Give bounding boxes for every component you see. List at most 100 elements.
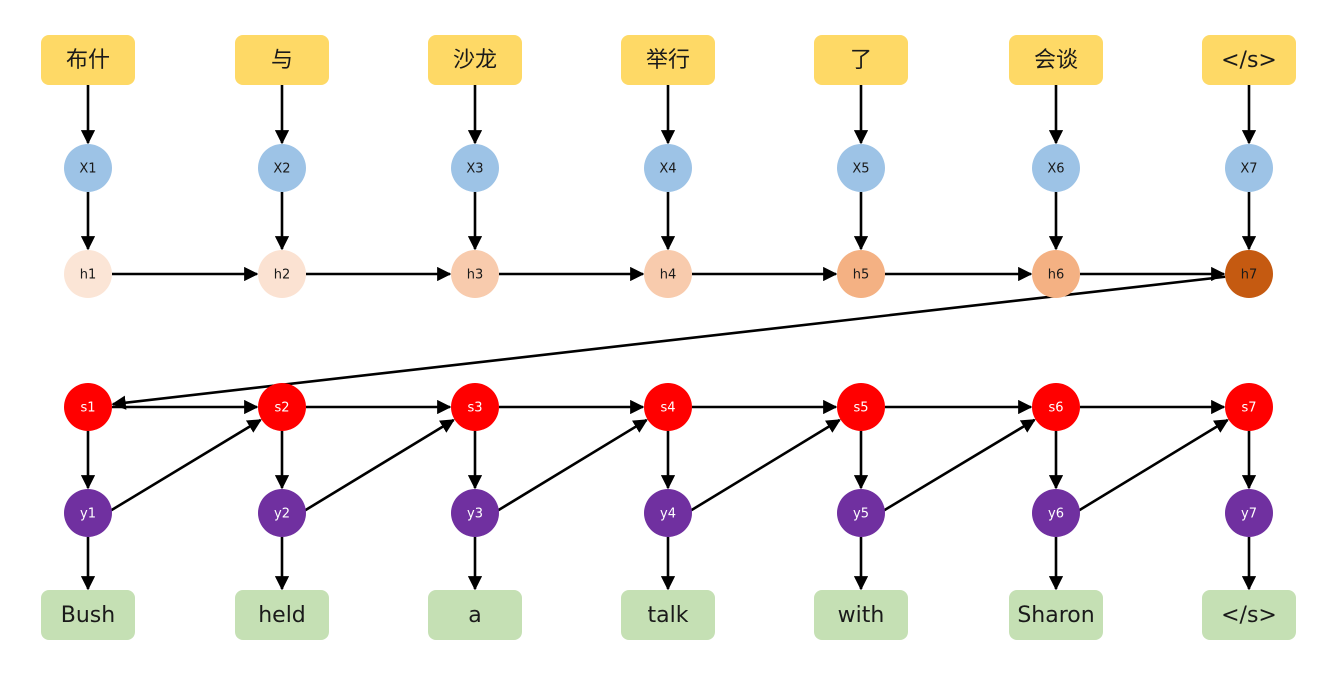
target-token-7: </s>	[1202, 590, 1296, 640]
source-token-1-label: 布什	[66, 48, 110, 73]
encoder-state-1: h1	[64, 250, 112, 298]
decoder-state-1-label: s1	[80, 401, 95, 416]
input-node-7: X7	[1225, 144, 1273, 192]
encoder-state-7: h7	[1225, 250, 1273, 298]
target-token-4: talk	[621, 590, 715, 640]
output-node-6-label: y6	[1048, 507, 1064, 522]
input-node-4-circle	[644, 144, 692, 192]
target-token-5: with	[814, 590, 908, 640]
output-node-2-label: y2	[274, 507, 290, 522]
output-node-1-circle	[64, 489, 112, 537]
encoder-state-5: h5	[837, 250, 885, 298]
input-node-7-circle	[1225, 144, 1273, 192]
output-node-7-circle	[1225, 489, 1273, 537]
target-token-2-label: held	[258, 603, 306, 628]
decoder-state-3: s3	[451, 383, 499, 431]
encoder-state-6-circle	[1032, 250, 1080, 298]
source-token-5: 了	[814, 35, 908, 85]
decoder-state-4: s4	[644, 383, 692, 431]
source-token-4-label: 举行	[646, 48, 690, 73]
decoder-state-5-label: s5	[853, 401, 868, 416]
decoder-state-3-label: s3	[467, 401, 482, 416]
target-token-3-label: a	[468, 603, 481, 628]
decoder-state-1: s1	[64, 383, 112, 431]
input-node-3-circle	[451, 144, 499, 192]
encoder-state-3-label: h3	[467, 268, 484, 283]
edge-output-to-next-decoder-6	[1077, 418, 1229, 513]
encoder-state-1-circle	[64, 250, 112, 298]
edge-output-to-next-decoder-3	[496, 418, 648, 513]
output-node-7-label: y7	[1241, 507, 1257, 522]
encoder-state-3: h3	[451, 250, 499, 298]
input-node-6-label: X6	[1047, 162, 1064, 177]
output-node-7: y7	[1225, 489, 1273, 537]
output-node-3: y3	[451, 489, 499, 537]
output-node-1: y1	[64, 489, 112, 537]
input-node-6: X6	[1032, 144, 1080, 192]
encoder-state-4-label: h4	[660, 268, 677, 283]
target-token-7-label: </s>	[1221, 603, 1277, 628]
encoder-state-5-label: h5	[853, 268, 870, 283]
input-node-2: X2	[258, 144, 306, 192]
target-token-5-box	[814, 590, 908, 640]
target-token-4-box	[621, 590, 715, 640]
decoder-state-1-circle	[64, 383, 112, 431]
decoder-state-6-circle	[1032, 383, 1080, 431]
decoder-state-4-circle	[644, 383, 692, 431]
target-token-3: a	[428, 590, 522, 640]
source-token-1-box	[41, 35, 135, 85]
target-token-1: Bush	[41, 590, 135, 640]
input-node-6-circle	[1032, 144, 1080, 192]
source-token-5-box	[814, 35, 908, 85]
target-token-4-label: talk	[648, 603, 689, 628]
target-token-5-label: with	[838, 603, 885, 628]
source-token-7-label: </s>	[1221, 48, 1277, 73]
input-node-5-circle	[837, 144, 885, 192]
source-token-5-label: 了	[850, 48, 872, 73]
output-node-2: y2	[258, 489, 306, 537]
target-token-6-box	[1009, 590, 1103, 640]
source-token-2: 与	[235, 35, 329, 85]
target-token-6: Sharon	[1009, 590, 1103, 640]
encoder-state-2-circle	[258, 250, 306, 298]
input-node-2-label: X2	[273, 162, 290, 177]
input-node-2-circle	[258, 144, 306, 192]
source-token-4-box	[621, 35, 715, 85]
input-node-1-circle	[64, 144, 112, 192]
decoder-state-4-label: s4	[660, 401, 675, 416]
encoder-state-6: h6	[1032, 250, 1080, 298]
target-token-6-label: Sharon	[1017, 603, 1094, 628]
decoder-state-5-circle	[837, 383, 885, 431]
encoder-state-4: h4	[644, 250, 692, 298]
target-token-3-box	[428, 590, 522, 640]
source-token-7-box	[1202, 35, 1296, 85]
target-token-2: held	[235, 590, 329, 640]
output-node-6: y6	[1032, 489, 1080, 537]
decoder-state-3-circle	[451, 383, 499, 431]
source-token-3-label: 沙龙	[453, 48, 497, 73]
edge-encoder-final-to-decoder-first	[111, 275, 1226, 410]
output-node-6-circle	[1032, 489, 1080, 537]
output-node-5: y5	[837, 489, 885, 537]
source-token-7: </s>	[1202, 35, 1296, 85]
source-token-3-box	[428, 35, 522, 85]
source-token-3: 沙龙	[428, 35, 522, 85]
source-token-6: 会谈	[1009, 35, 1103, 85]
encoder-state-2-label: h2	[274, 268, 291, 283]
edges-layer	[80, 85, 1257, 591]
target-token-1-label: Bush	[61, 603, 115, 628]
source-token-6-box	[1009, 35, 1103, 85]
target-token-2-box	[235, 590, 329, 640]
encoder-state-7-label: h7	[1241, 268, 1258, 283]
decoder-state-7: s7	[1225, 383, 1273, 431]
output-node-4: y4	[644, 489, 692, 537]
edge-output-to-next-decoder-5	[882, 418, 1036, 513]
output-node-4-circle	[644, 489, 692, 537]
edge-output-to-next-decoder-1	[109, 418, 262, 513]
decoder-state-2-label: s2	[274, 401, 289, 416]
encoder-state-2: h2	[258, 250, 306, 298]
input-node-3: X3	[451, 144, 499, 192]
input-node-4: X4	[644, 144, 692, 192]
output-node-5-circle	[837, 489, 885, 537]
